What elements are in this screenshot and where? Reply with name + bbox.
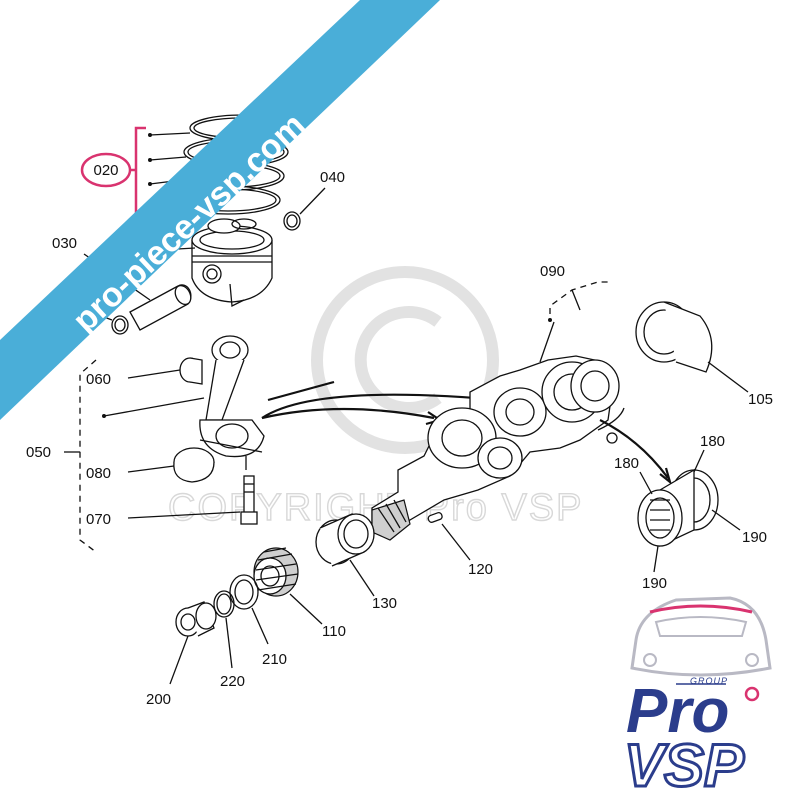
brand-vsp-text: VSP — [624, 732, 745, 799]
label-190-right: 190 — [742, 529, 767, 546]
washer-210 — [229, 574, 269, 645]
label-060: 060 — [86, 371, 111, 388]
brand-group-text: GROUP — [690, 676, 728, 686]
main-bearing-holder — [637, 449, 741, 573]
o-ring-220 — [213, 590, 235, 669]
connecting-rod — [199, 335, 265, 470]
label-120: 120 — [468, 561, 493, 578]
label-080: 080 — [86, 465, 111, 482]
crankshaft — [371, 321, 620, 541]
small-end-bushing — [127, 357, 203, 385]
label-220: 220 — [220, 673, 245, 690]
main-bushing — [635, 301, 749, 393]
collar-200 — [169, 601, 217, 685]
website-text: pro-piece-vsp.com — [66, 106, 313, 340]
piston — [191, 218, 273, 308]
label-190-bottom: 190 — [642, 575, 667, 592]
snap-ring-right — [283, 187, 326, 231]
label-040-top: 040 — [320, 169, 345, 186]
label-180-top: 180 — [700, 433, 725, 450]
label-130: 130 — [372, 595, 397, 612]
highlight-020[interactable]: 020 — [80, 126, 146, 216]
label-210: 210 — [262, 651, 287, 668]
pro-vsp-logo: GROUP Pro VSP — [623, 596, 772, 800]
rod-bolt — [127, 475, 258, 525]
label-070: 070 — [86, 511, 111, 528]
label-110: 110 — [322, 623, 346, 640]
brand-pro-text: Pro — [626, 677, 729, 746]
label-030: 030 — [52, 235, 77, 252]
label-090: 090 — [540, 263, 565, 280]
crank-bushing — [315, 513, 375, 597]
label-105: 105 — [748, 391, 773, 408]
label-200: 200 — [146, 691, 171, 708]
crank-gear — [253, 547, 323, 625]
label-180-left: 180 — [614, 455, 639, 472]
crankshaft-key — [427, 511, 471, 561]
label-050: 050 — [26, 444, 51, 461]
label-020: 020 — [93, 162, 118, 179]
bearing-arrows — [597, 407, 673, 486]
rod-bearing — [127, 447, 215, 483]
